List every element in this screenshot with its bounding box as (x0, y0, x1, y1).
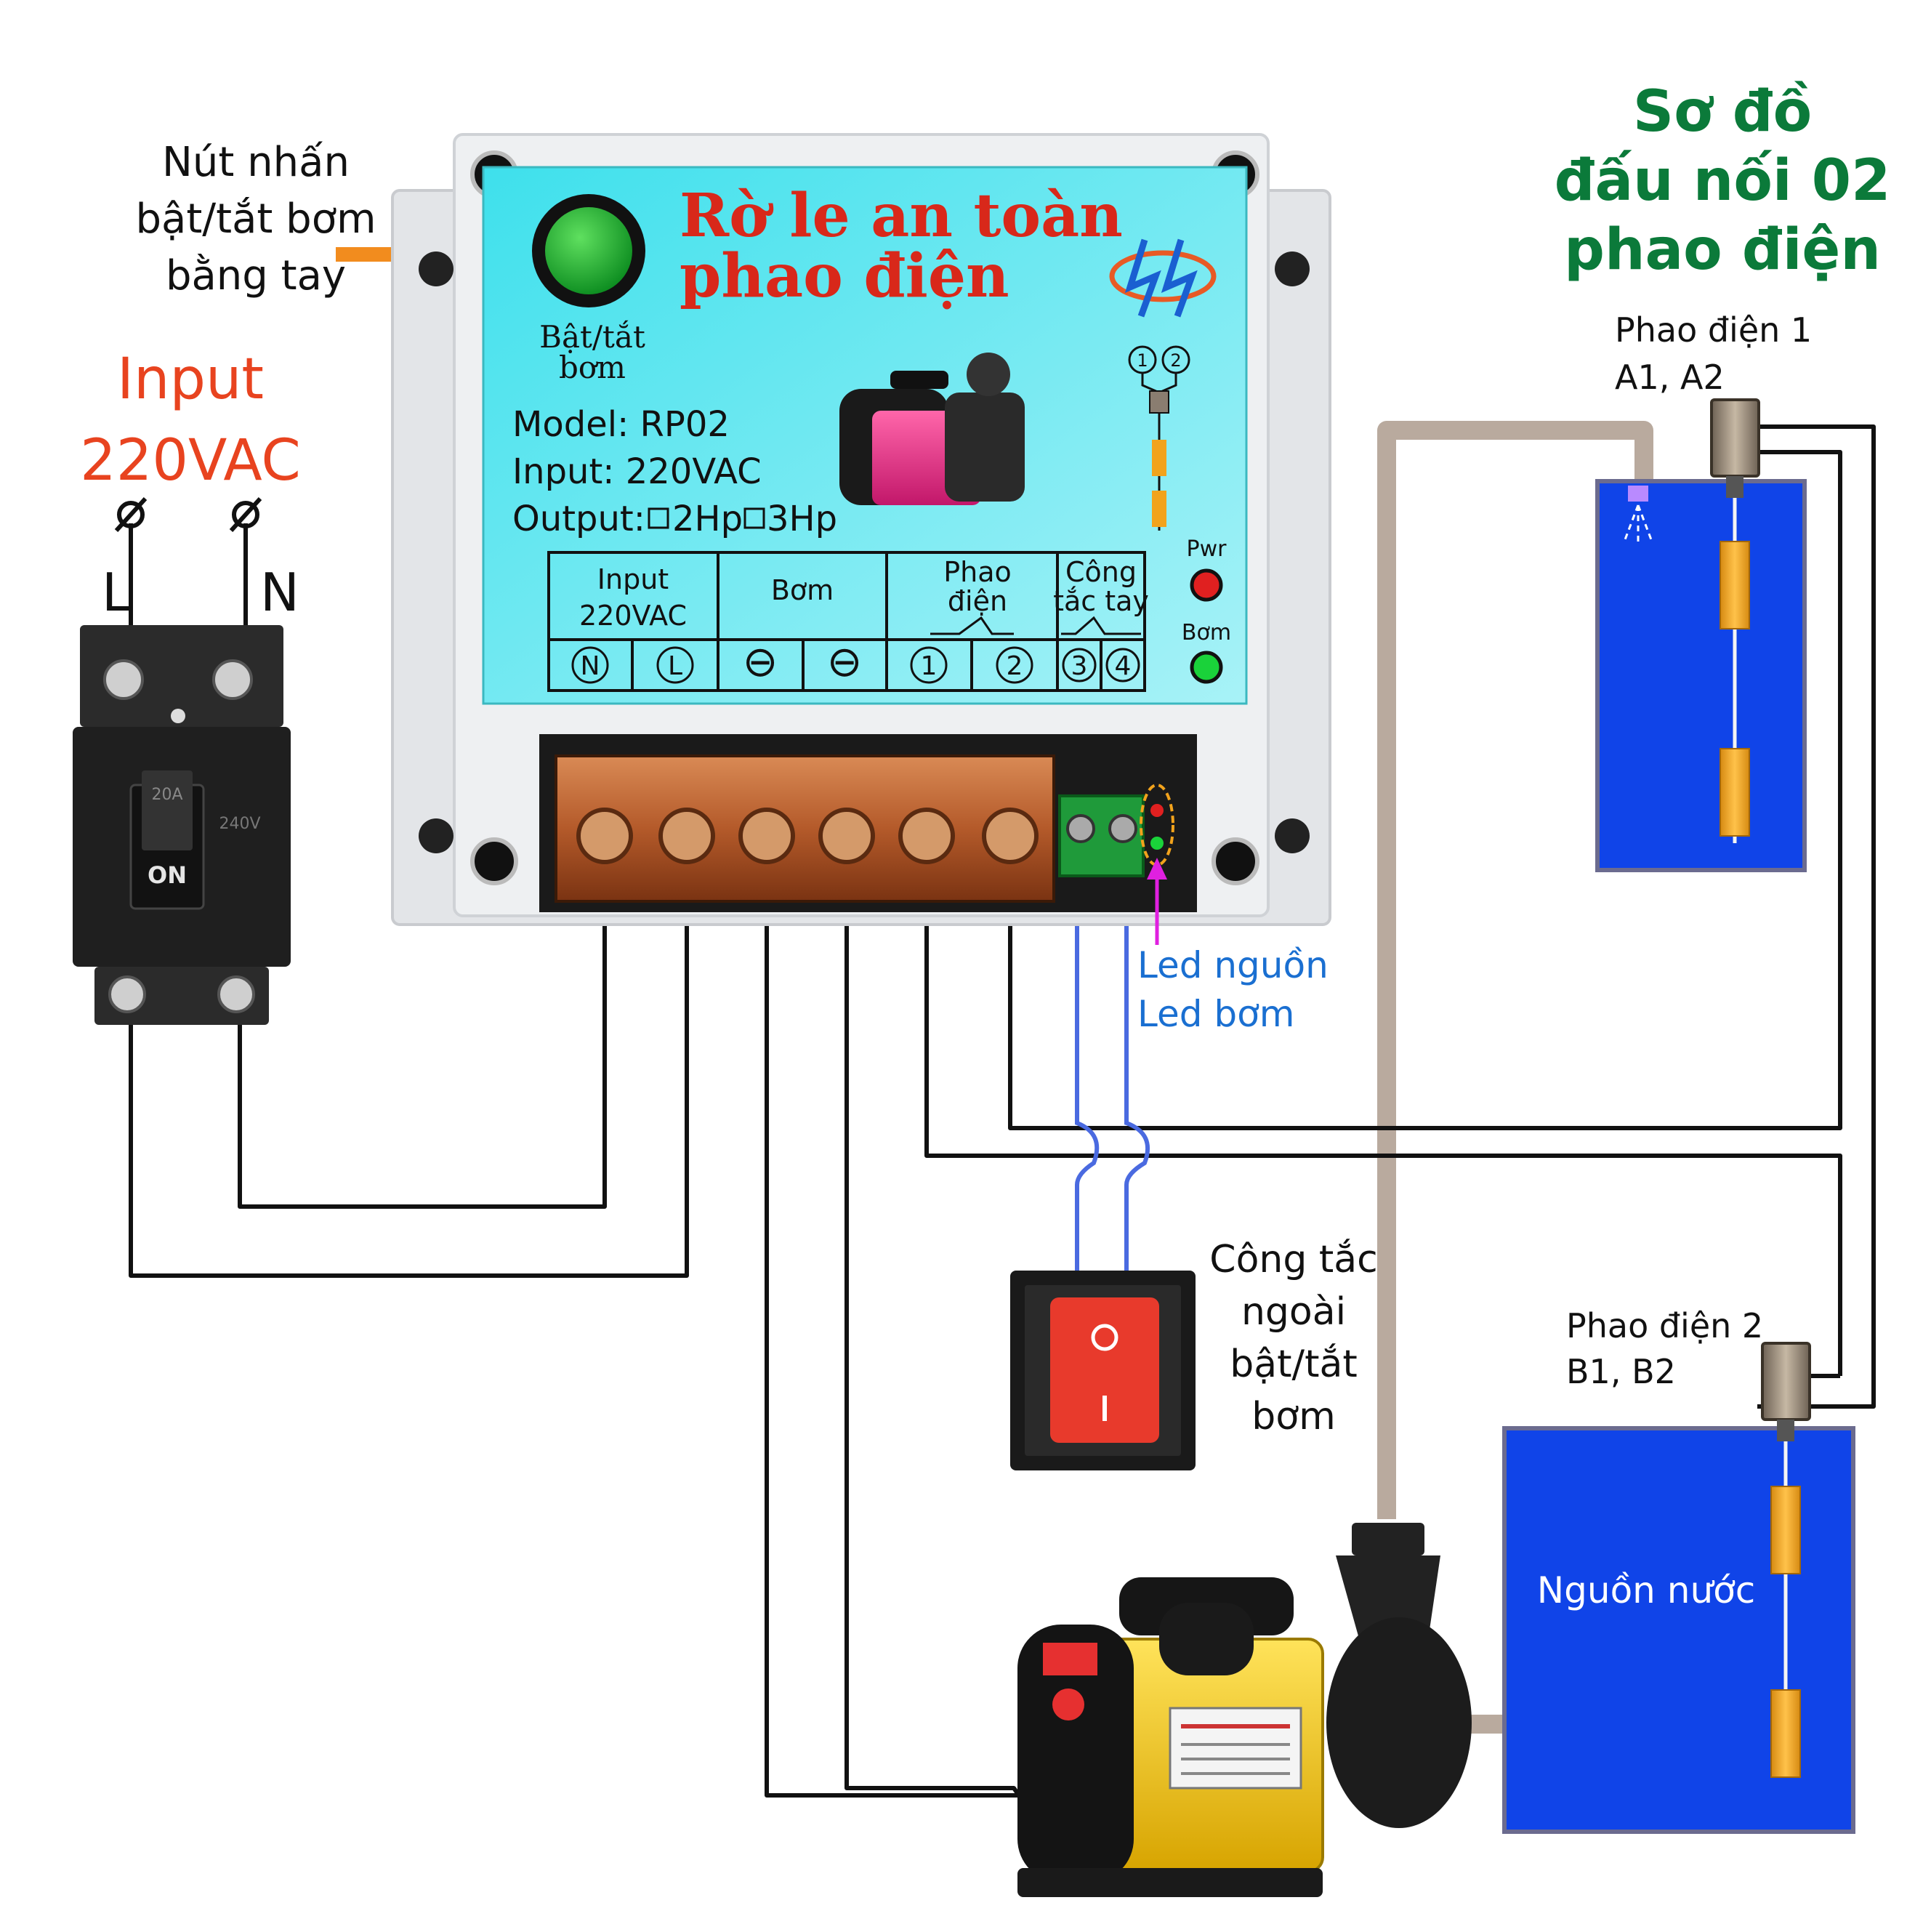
external-switch-label: Công tắc ngoài bật/tắt bơm (1209, 1238, 1377, 1438)
terminal-table-cells: N L ⊖ ⊖ 1 2 3 4 (571, 637, 1140, 686)
screw-terminals (576, 808, 1039, 864)
float-2-label-line-2: B1, B2 (1566, 1352, 1676, 1391)
relay-title-line-1: Rờ le an toàn (680, 181, 1123, 251)
float-icon-label-1: 1 (1137, 350, 1148, 371)
push-button-line-2: bật/tắt bơm (135, 196, 376, 243)
header-input-line-2: 220VAC (579, 600, 687, 632)
screw-L-icon (658, 808, 715, 864)
output-checkbox-2hp (648, 507, 669, 529)
board-led-green-icon (1150, 837, 1164, 850)
title-line-1: Sơ đồ (1633, 79, 1812, 145)
water-pump (1017, 1523, 1472, 1897)
circuit-breaker: 20A 240V ON (73, 625, 291, 1025)
float-switch-icon: 1 2 (1128, 345, 1190, 531)
cell-float-2: 2 (1007, 651, 1023, 681)
led-annotation: Led nguồn Led bơm (1137, 858, 1329, 1035)
push-button-line-1: Nút nhấn (162, 139, 350, 186)
terminal-table-headers: Input 220VAC Bơm Phao điện Công tắc tay (579, 556, 1149, 632)
float-2-label-line-1: Phao điện 2 (1566, 1306, 1763, 1345)
button-label-line-1: Bật/tắt (539, 319, 645, 355)
led-annotation-line-2: Led bơm (1137, 993, 1294, 1035)
switch-label-line-4: bơm (1251, 1395, 1335, 1438)
relay-title-line-2: phao điện (680, 241, 1009, 311)
brand-logo-icon (1109, 238, 1217, 318)
switch-label-line-3: bật/tắt (1230, 1343, 1357, 1386)
title-line-3: phao điện (1564, 217, 1881, 283)
header-pump: Bơm (771, 574, 834, 606)
wires-blue (1075, 876, 1150, 1272)
switch-label-line-1: Công tắc (1209, 1238, 1377, 1281)
screw-switch-4-icon (1108, 814, 1137, 843)
input-label-line-2: 220VAC (80, 428, 301, 494)
input-label-line-1: Input (117, 347, 264, 412)
led-pump-label: Bơm (1182, 620, 1231, 645)
terminal-N-label: N (260, 562, 299, 623)
push-button-line-3: bằng tay (166, 252, 346, 299)
header-input-line-1: Input (597, 563, 669, 595)
terminal-L-label: L (102, 562, 131, 623)
switch-label-line-2: ngoài (1241, 1290, 1346, 1334)
terminal-N-icon (232, 501, 259, 528)
header-switch-line-2: tắc tay (1053, 585, 1149, 617)
pump-illustration-icon (839, 353, 1025, 505)
float-sensor-1-icon (1710, 398, 1760, 478)
supply-terminals: L N (102, 496, 299, 632)
terminal-L-icon (117, 501, 145, 528)
cell-L: L (668, 651, 682, 681)
float-1-label-line-2: A1, A2 (1615, 358, 1725, 397)
header-float-line-2: điện (948, 585, 1007, 617)
cell-switch-4: 4 (1115, 651, 1132, 681)
breaker-rating: 20A (151, 786, 182, 804)
relay-output-3hp: 3Hp (767, 499, 837, 539)
led-pump-icon (1190, 651, 1223, 684)
screw-N-icon (576, 808, 633, 864)
led-pwr-label: Pwr (1187, 536, 1227, 562)
water-source-label: Nguồn nước (1537, 1569, 1755, 1611)
relay-output-2hp: 2Hp (672, 499, 743, 539)
relay-box: Bật/tắt bơm Rờ le an toàn phao điện Mode… (391, 133, 1331, 926)
header-switch-line-1: Công (1065, 556, 1137, 588)
float-1-label-line-1: Phao điện 1 (1615, 310, 1812, 350)
upper-tank (1595, 398, 1807, 872)
relay-input: Input: 220VAC (512, 451, 762, 492)
cell-float-1: 1 (921, 651, 938, 681)
screw-float-1-icon (898, 808, 955, 864)
board-led-red-icon (1150, 804, 1164, 817)
header-float-line-1: Phao (943, 556, 1012, 588)
relay-model: Model: RP02 (512, 404, 730, 445)
float-icon-label-2: 2 (1170, 350, 1181, 371)
wires-black (129, 424, 1876, 1852)
cell-N: N (581, 651, 600, 681)
screw-switch-3-icon (1066, 814, 1095, 843)
input-label: Input 220VAC (80, 347, 301, 494)
breaker-voltage: 240V (219, 815, 260, 833)
breaker-switch-label[interactable]: ON (148, 861, 187, 889)
led-pwr-icon (1190, 568, 1223, 602)
screw-float-2-icon (982, 808, 1039, 864)
cell-pump-2: ⊖ (827, 637, 863, 686)
water-source-tank: Nguồn nước (1502, 1342, 1855, 1834)
relay-output-label: Output: (512, 499, 645, 539)
float-sensor-2-icon (1761, 1342, 1811, 1421)
diagram-title: Sơ đồ đấu nối 02 phao điện (1555, 79, 1891, 283)
external-rocker-switch[interactable] (1010, 1271, 1196, 1470)
screw-pump-1-icon (738, 808, 795, 864)
cell-switch-3: 3 (1071, 651, 1088, 681)
button-label-line-2: bơm (559, 350, 626, 385)
title-line-2: đấu nối 02 (1555, 148, 1891, 214)
cell-pump-1: ⊖ (743, 637, 778, 686)
terminal-table (547, 551, 1146, 692)
screw-pump-2-icon (818, 808, 875, 864)
led-annotation-line-1: Led nguồn (1137, 944, 1329, 986)
push-button-label: Nút nhấn bật/tắt bơm bằng tay (135, 139, 376, 299)
output-checkbox-3hp (743, 507, 765, 529)
